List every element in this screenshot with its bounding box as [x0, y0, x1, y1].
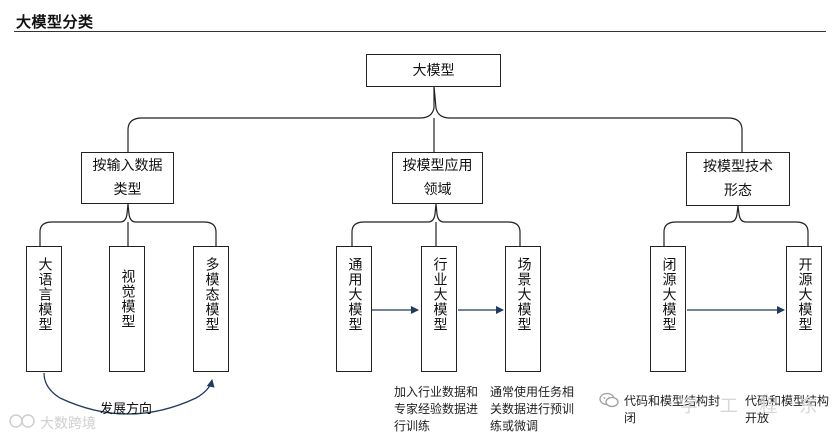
note-industry: 加入行业数据和专家经验数据进行训练: [394, 385, 479, 433]
root-box: 大模型: [366, 54, 501, 87]
leaf-closed-source-model: 闭源大模型: [650, 246, 686, 372]
leaf-multimodal-model: 多模态模型: [193, 246, 229, 372]
leaf-industry-model: 行业大模型: [421, 246, 457, 372]
leaf-large-language-model: 大语言模型: [26, 246, 62, 372]
leaf-scenario-model: 场景大模型: [505, 246, 541, 372]
watermark-text-corner: 大数跨境: [40, 416, 96, 432]
title-rule: [14, 31, 826, 32]
leaf-vision-model-label: 视觉模型: [119, 269, 136, 329]
brace-input: [39, 203, 217, 246]
category-technical-form: 按模型技术形态: [686, 152, 790, 206]
leaf-vision-model: 视觉模型: [109, 246, 145, 372]
leaf-multimodal-model-label: 多模态模型: [203, 257, 220, 332]
wechat-logo-icon: [599, 392, 619, 408]
leaf-general-model: 通用大模型: [336, 246, 372, 372]
leaf-general-model-label: 通用大模型: [346, 257, 363, 332]
brace-form: [663, 205, 809, 246]
brace-root: [127, 85, 743, 152]
watermark-text-center: 字 工 程 东: [680, 396, 826, 417]
category-application-domain: 按模型应用领域: [392, 152, 483, 204]
page-title: 大模型分类: [16, 13, 94, 31]
leaf-scenario-model-label: 场景大模型: [515, 257, 532, 332]
leaf-large-language-model-label: 大语言模型: [36, 257, 53, 332]
leaf-industry-model-label: 行业大模型: [431, 257, 448, 332]
leaf-closed-source-model-label: 闭源大模型: [660, 257, 677, 332]
development-direction-label: 发展方向: [100, 402, 153, 417]
category-application-domain-label: 按模型应用领域: [402, 158, 473, 198]
note-scenario: 通常使用任务相关数据进行预训练或微调: [490, 385, 575, 433]
development-curve: [43, 372, 215, 415]
category-input-type-label: 按输入数据类型: [92, 158, 163, 198]
note-open-source: 代码和模型结构开放: [745, 394, 830, 425]
note-closed-source: 代码和模型结构封闭: [624, 394, 721, 425]
category-technical-form-label: 按模型技术形态: [703, 159, 773, 199]
leaf-open-source-model: 开源大模型: [786, 246, 822, 372]
category-input-type: 按输入数据类型: [81, 152, 174, 204]
watermark-logo-icon: [9, 414, 35, 428]
leaf-open-source-model-label: 开源大模型: [796, 257, 813, 332]
brace-domain: [351, 203, 521, 246]
